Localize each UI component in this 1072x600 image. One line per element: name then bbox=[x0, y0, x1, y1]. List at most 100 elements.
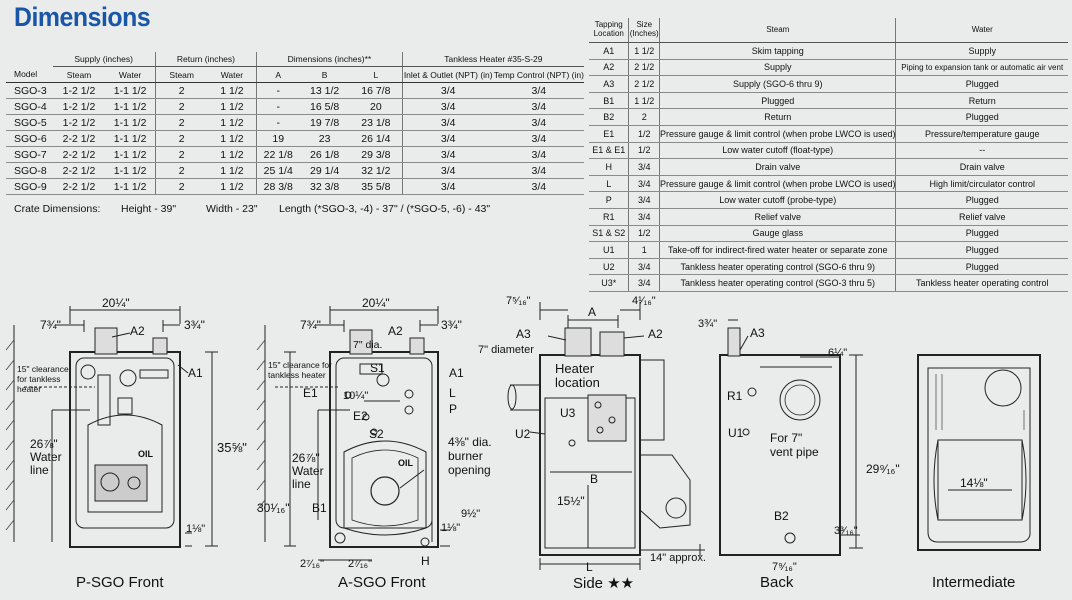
side-dim-14approx: 14" approx. bbox=[650, 552, 706, 564]
table-cell: U2 bbox=[589, 258, 630, 276]
a-sgo-front-drawing: 20¼" 7¾" 3¾" 7" dia. A2 S1 A1 L P E1 E2 … bbox=[256, 296, 492, 570]
back-dim-height: 29⁹⁄₁₆" bbox=[866, 462, 900, 476]
table-cell: 16 7/8 bbox=[349, 82, 403, 99]
table-cell: 2 1/2 bbox=[628, 75, 661, 93]
p-dim-height: 35⅝" bbox=[217, 440, 247, 455]
table-cell: SGO-6 bbox=[6, 130, 53, 147]
table-cell: 3/4 bbox=[401, 98, 494, 115]
table-cell: 3/4 bbox=[493, 178, 584, 195]
table-cell: 1/2 bbox=[628, 125, 661, 143]
table-cell: 2 bbox=[154, 98, 208, 115]
model-dimensions-table: Supply (inches) Return (inches) Dimensio… bbox=[6, 52, 584, 195]
table-cell: A2 bbox=[589, 59, 630, 77]
table-cell: 1 1/2 bbox=[207, 146, 257, 163]
table-cell: Plugged bbox=[895, 225, 1068, 243]
a-label-a1: A1 bbox=[449, 366, 464, 380]
table-cell: 1-1 1/2 bbox=[105, 82, 156, 99]
side-dim-left: 7⁵⁄₁₆" bbox=[506, 295, 531, 307]
table-cell: R1 bbox=[589, 208, 630, 226]
table-cell: 22 1/8 bbox=[256, 146, 300, 163]
table-cell: 3/4 bbox=[493, 98, 584, 115]
table-cell: Low water cutoff (float-type) bbox=[659, 142, 897, 160]
side-heater-label: Heater bbox=[555, 361, 595, 376]
p-dim-waterline: 26⅞" bbox=[30, 437, 58, 451]
a-label-e1: E1 bbox=[303, 386, 318, 400]
a-dim-7dia: 7" dia. bbox=[353, 339, 382, 351]
table-cell: 1-2 1/2 bbox=[52, 114, 106, 131]
table-cell: 20 bbox=[349, 98, 403, 115]
side-dim-a: A bbox=[588, 305, 596, 319]
table-cell: 3/4 bbox=[493, 162, 584, 179]
a-clearance-2: tankless heater bbox=[268, 370, 326, 380]
back-dim-3316: 3³⁄₁₆" bbox=[834, 525, 858, 537]
crate-height: Height - 39" bbox=[121, 203, 177, 215]
back-vent-label2: vent pipe bbox=[770, 445, 819, 459]
table-cell: S1 & S2 bbox=[589, 225, 630, 243]
table-cell: Drain valve bbox=[895, 158, 1068, 176]
p-oil-label: OIL bbox=[138, 449, 154, 459]
a-waterline-label2: line bbox=[292, 477, 311, 491]
side-label-a2: A2 bbox=[648, 327, 663, 341]
table-cell: - bbox=[256, 114, 300, 131]
back-label-r1: R1 bbox=[727, 389, 743, 403]
a-label-p: P bbox=[449, 402, 457, 416]
table-cell: 1 1/2 bbox=[207, 130, 257, 147]
table-cell: A3 bbox=[589, 75, 630, 93]
table-cell: Return bbox=[895, 92, 1068, 110]
table-cell: Supply bbox=[659, 59, 897, 77]
table-cell: Relief valve bbox=[895, 208, 1068, 226]
boiler-drawings: 20¼" 7¾" 3¾" A2 A1 35⅝" 26⅞" Water line … bbox=[5, 295, 1041, 572]
table-cell: 1/2 bbox=[628, 225, 661, 243]
table-cell: 1-1 1/2 bbox=[105, 146, 156, 163]
table-cell: 19 bbox=[256, 130, 300, 147]
table-cell: Tankless heater operating control (SGO-6… bbox=[659, 258, 897, 276]
specs-col-header: Model bbox=[6, 66, 53, 83]
table-cell: 13 1/2 bbox=[299, 82, 350, 99]
tapping-col-header: Steam bbox=[659, 18, 897, 43]
table-cell: A1 bbox=[589, 42, 630, 60]
table-cell: 3/4 bbox=[628, 274, 661, 292]
a-label-h: H bbox=[421, 554, 430, 568]
table-cell: Plugged bbox=[895, 75, 1068, 93]
table-cell: 2 bbox=[154, 130, 208, 147]
group-supply: Supply (inches) bbox=[52, 52, 156, 67]
table-cell: SGO-9 bbox=[6, 178, 53, 195]
table-cell: 32 3/8 bbox=[299, 178, 350, 195]
p-label-a2: A2 bbox=[130, 324, 145, 338]
table-cell: 2 bbox=[154, 162, 208, 179]
table-cell: 3/4 bbox=[401, 146, 494, 163]
p-clearance-2: for tankless bbox=[17, 374, 60, 384]
table-cell: Pressure gauge & limit control (when pro… bbox=[659, 125, 897, 143]
caption-a-sgo-front: A-SGO Front bbox=[338, 574, 426, 591]
table-cell: Low water cutoff (probe-type) bbox=[659, 191, 897, 209]
table-cell: - bbox=[256, 98, 300, 115]
a-dim-118: 1⅛" bbox=[441, 522, 460, 534]
caption-side: Side ★★ bbox=[573, 575, 635, 592]
side-dim-b: B bbox=[590, 472, 598, 486]
crate-width: Width - 23" bbox=[206, 203, 258, 215]
table-cell: Return bbox=[659, 108, 897, 126]
back-label-a3: A3 bbox=[750, 326, 765, 340]
table-cell: 28 3/8 bbox=[256, 178, 300, 195]
table-cell: Plugged bbox=[895, 191, 1068, 209]
specs-col-header: Water bbox=[105, 66, 156, 83]
a-dim-left: 7¾" bbox=[300, 318, 321, 332]
table-cell: H bbox=[589, 158, 630, 176]
a-dim-2716-right: 2⁷⁄₁₆" bbox=[348, 558, 372, 570]
table-cell: 35 5/8 bbox=[349, 178, 403, 195]
table-cell: 3/4 bbox=[493, 146, 584, 163]
crate-length: Length (*SGO-3, -4) - 37" / (*SGO-5, -6)… bbox=[279, 203, 491, 215]
p-dim-left: 7¾" bbox=[40, 318, 61, 332]
side-dim-1512: 15½" bbox=[557, 494, 585, 508]
back-drawing: 3¾" A3 6¼" R1 U1 For 7" vent pipe B2 29⁹… bbox=[698, 318, 900, 572]
a-waterline-label1: Water bbox=[292, 464, 324, 478]
table-cell: 25 1/4 bbox=[256, 162, 300, 179]
table-cell: SGO-4 bbox=[6, 98, 53, 115]
p-dim-width: 20¼" bbox=[102, 296, 130, 310]
